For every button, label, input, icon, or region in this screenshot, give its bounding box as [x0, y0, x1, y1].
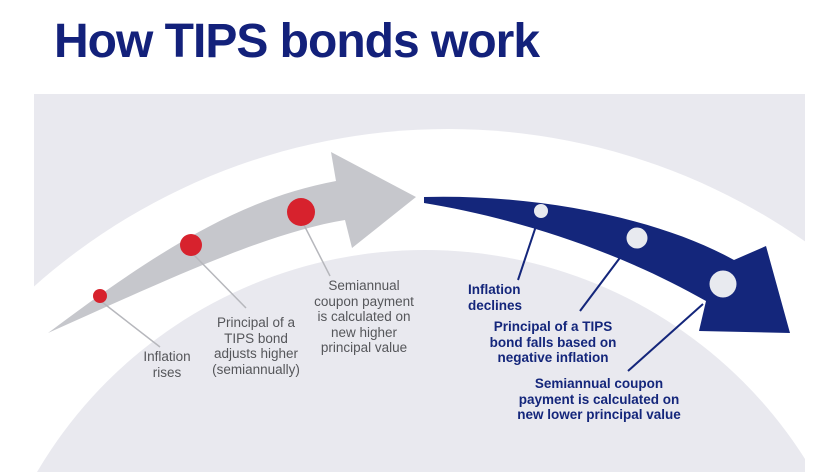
connector-line-inflation-rises	[101, 301, 161, 348]
white-dot-small	[534, 204, 548, 218]
label-principal-adjusts-higher: Principal of a TIPS bond adjusts higher …	[212, 315, 300, 377]
label-inflation-declines: Inflation declines	[468, 282, 523, 313]
red-dot-small	[93, 289, 107, 303]
connector-line-coupon-higher	[302, 222, 331, 277]
white-dot-medium	[626, 227, 648, 249]
falling-connector-lines	[517, 216, 704, 372]
red-dot-large	[287, 198, 315, 226]
white-dot-large	[709, 270, 737, 298]
rising-arrow	[48, 152, 416, 333]
red-dot-medium	[180, 234, 202, 256]
label-coupon-new-higher: Semiannual coupon payment is calculated …	[314, 278, 414, 355]
connector-line-principal-falls	[579, 254, 623, 312]
falling-arrow	[424, 196, 790, 333]
connector-line-coupon-lower	[627, 303, 704, 372]
rising-connector-lines	[101, 222, 331, 348]
page-title: How TIPS bonds work	[54, 15, 540, 68]
label-principal-falls: Principal of a TIPS bond falls based on …	[489, 319, 617, 365]
connector-line-principal-higher	[192, 253, 247, 309]
label-coupon-new-lower: Semiannual coupon payment is calculated …	[517, 376, 681, 422]
gray-dome	[37, 250, 805, 472]
label-inflation-rises: Inflation rises	[143, 349, 191, 380]
connector-line-inflation-declines	[517, 216, 540, 281]
